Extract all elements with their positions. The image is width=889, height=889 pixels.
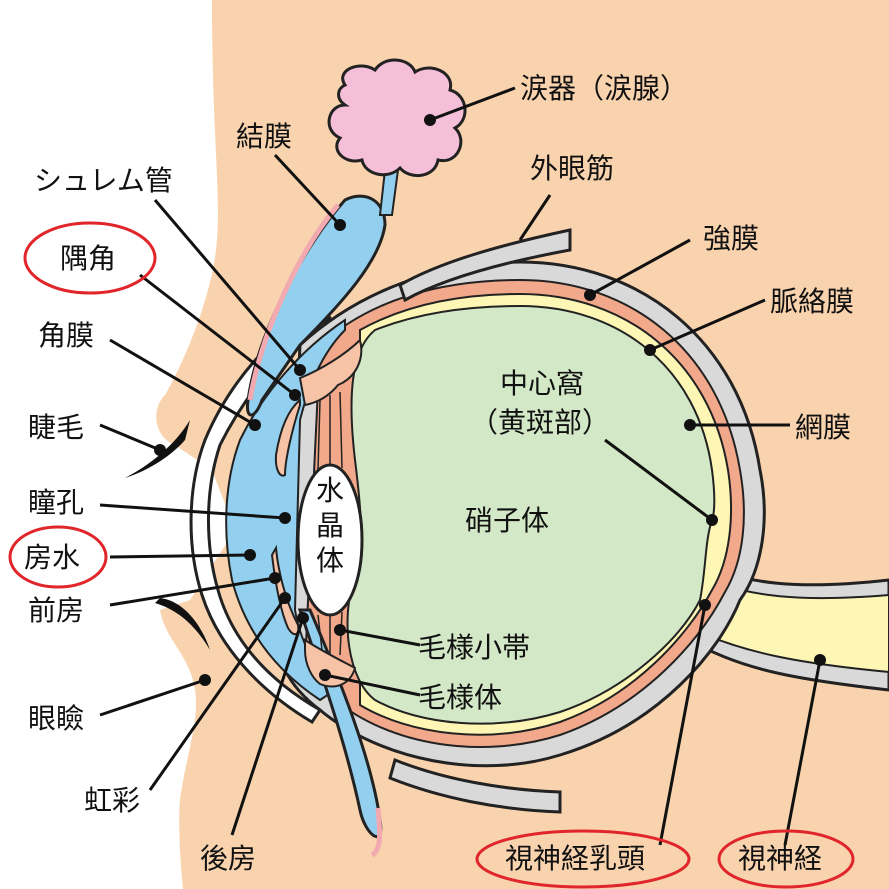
label-extraocular-muscle: 外眼筋 <box>530 152 614 185</box>
highlight-angle <box>23 221 157 295</box>
svg-text:体: 体 <box>316 544 344 577</box>
iris-lower <box>270 544 300 636</box>
label-zonule: 毛様小帯 <box>418 631 530 664</box>
label-optic-nerve: 視神経 <box>738 842 822 875</box>
ciliary-body-upper <box>298 338 363 407</box>
lens-label: 水 晶 体 <box>316 474 344 577</box>
label-aqueous: 房水 <box>24 541 80 574</box>
conjunctiva-lower-rim <box>370 807 383 858</box>
lacrimal-gland <box>327 58 467 177</box>
label-choroid: 脈絡膜 <box>770 285 854 318</box>
zonule-fibers <box>317 391 343 656</box>
label-vitreous: 硝子体 <box>465 504 549 537</box>
aqueous-humor <box>225 318 346 702</box>
label-cornea: 角膜 <box>38 319 94 352</box>
label-pupil: 瞳孔 <box>28 486 84 519</box>
extraocular-muscle-lower <box>388 757 562 814</box>
label-retina: 網膜 <box>795 411 851 444</box>
label-anterior-chamber: 前房 <box>28 594 84 627</box>
highlight-optic-disc <box>475 829 691 889</box>
label-eyelash: 睫毛 <box>28 411 84 444</box>
svg-text:晶: 晶 <box>316 509 344 542</box>
label-optic-disc: 視神経乳頭 <box>505 842 645 875</box>
label-lacrimal-gland: 涙器（涙腺） <box>520 72 688 105</box>
leader-dots <box>154 114 826 686</box>
label-sclera: 強膜 <box>703 222 759 255</box>
highlight-optic-nerve <box>717 829 855 889</box>
label-conjunctiva: 結膜 <box>236 120 292 153</box>
highlight-circles <box>8 221 855 889</box>
ciliary-body-lower <box>304 638 357 688</box>
label-iris: 虹彩 <box>84 784 140 817</box>
label-fovea-1: 中心窩 <box>500 367 584 400</box>
label-posterior-chamber: 後房 <box>200 842 256 875</box>
highlight-aqueous <box>8 525 108 589</box>
label-ciliary-body: 毛様体 <box>418 681 502 714</box>
extraocular-muscle-upper <box>398 228 572 303</box>
label-schlemm-canal: シュレム管 <box>34 164 173 197</box>
leader-lines <box>99 86 822 846</box>
label-eyelid: 眼瞼 <box>28 702 84 735</box>
label-fovea-2: （黄斑部） <box>470 406 610 439</box>
label-angle: 隅角 <box>60 242 116 275</box>
conjunctiva-upper-rim <box>247 203 340 401</box>
labels: 涙器（涙腺） 結膜 外眼筋 シュレム管 隅角 強膜 脈絡膜 角膜 中心窩 （黄斑… <box>24 72 854 875</box>
svg-text:水: 水 <box>316 474 344 507</box>
iris-upper <box>274 397 301 477</box>
lower-eyelash <box>155 598 210 650</box>
